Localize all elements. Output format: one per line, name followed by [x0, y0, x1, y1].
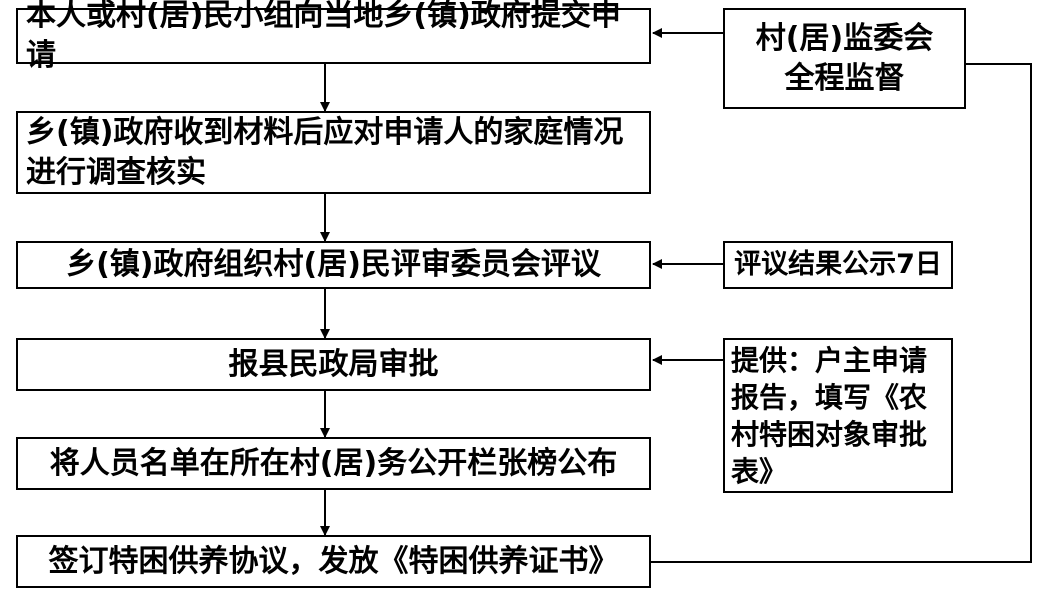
note-supervision-line2: 全程监督	[784, 60, 905, 96]
note-publicity-text: 评议结果公示7日	[734, 249, 942, 280]
note-provide-documents: 提供：户主申请 报告，填写《农 村特困对象审批 表》	[723, 338, 953, 493]
step-submit-application-text: 本人或村(居)民小组向当地乡(镇)政府提交申请	[26, 0, 621, 73]
step-sign-agreement-text: 签订特困供养协议，发放《特困供养证书》	[48, 543, 619, 579]
step-investigation-text-line1: 乡(镇)政府收到材料后应对申请人的家庭情况	[26, 114, 624, 150]
step-public-posting-text: 将人员名单在所在村(居)务公开栏张榜公布	[49, 445, 618, 481]
note-provide-line2: 报告，填写《农	[731, 380, 928, 414]
note-supervision-line1: 村(居)监委会	[755, 20, 934, 56]
note-provide-line1: 提供：户主申请	[731, 343, 928, 377]
note-provide-line3: 村特困对象审批	[731, 417, 928, 451]
note-publicity: 评议结果公示7日	[723, 241, 953, 289]
step-investigation-text-line2: 进行调查核实	[26, 154, 206, 190]
step-sign-agreement: 签订特困供养协议，发放《特困供养证书》	[16, 535, 651, 588]
step-public-posting: 将人员名单在所在村(居)务公开栏张榜公布	[16, 437, 651, 490]
note-provide-line4: 表》	[731, 454, 788, 488]
step-county-approval: 报县民政局审批	[16, 338, 651, 391]
step-committee-review-text: 乡(镇)政府组织村(居)民评审委员会评议	[66, 247, 601, 282]
step-submit-application: 本人或村(居)民小组向当地乡(镇)政府提交申请	[16, 0, 651, 73]
step-committee-review: 乡(镇)政府组织村(居)民评审委员会评议	[16, 241, 651, 289]
step-county-approval-text: 报县民政局审批	[228, 346, 439, 382]
step-investigation: 乡(镇)政府收到材料后应对申请人的家庭情况 进行调查核实	[16, 111, 651, 194]
note-supervision: 村(居)监委会 全程监督	[723, 8, 966, 109]
supervision-feedback-line	[651, 63, 1032, 563]
